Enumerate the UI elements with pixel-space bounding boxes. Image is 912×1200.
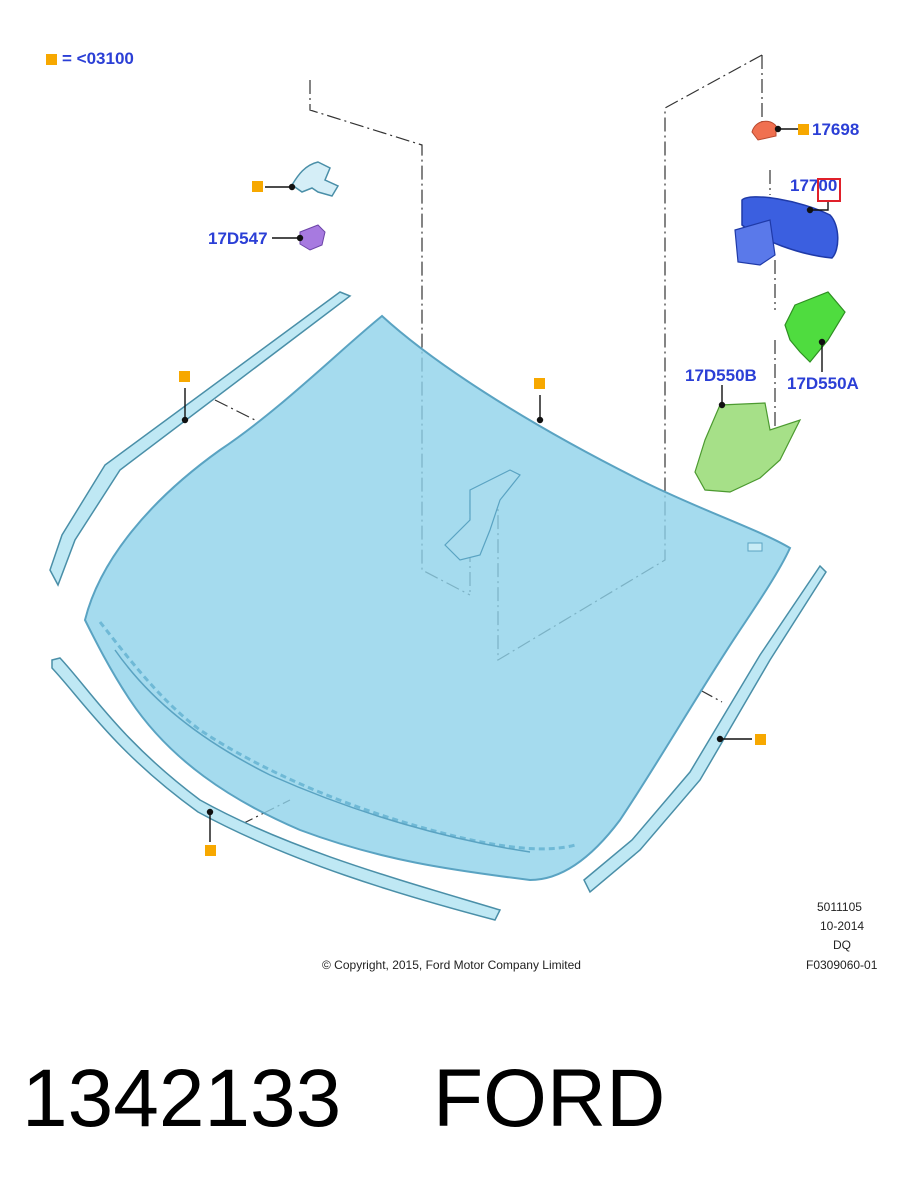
clip-17d547-part <box>299 224 326 251</box>
drawing-date: 10-2014 <box>820 919 865 933</box>
cover-17d550b-part <box>694 402 802 493</box>
drawing-number: 5011105 <box>817 900 862 914</box>
rear-view-mirror-part <box>734 196 839 266</box>
brand-caption: FORD <box>433 1053 666 1144</box>
clip-17698-part <box>751 120 777 141</box>
callout-17698: 17698 <box>812 120 860 139</box>
marker-17698-icon <box>798 124 809 135</box>
parts-diagram <box>49 54 846 921</box>
drawing-code: DQ <box>833 938 851 952</box>
marker-bracket-icon <box>252 181 263 192</box>
part-number-caption: 1342133 <box>22 1053 342 1144</box>
windshield-glass <box>83 314 792 882</box>
mirror-bracket-part <box>290 161 340 197</box>
glass-corner-mark <box>747 542 763 552</box>
legend-marker-icon <box>46 54 57 65</box>
marker-glass-icon <box>534 378 545 389</box>
callout-17700-suffix: 00 <box>818 176 838 195</box>
marker-lower-moulding-icon <box>205 845 216 856</box>
callout-17d550a: 17D550A <box>787 374 859 393</box>
drawing-ref: F0309060-01 <box>806 958 878 972</box>
lower-moulding-strip <box>51 657 502 921</box>
callout-17700: 17700 <box>790 176 837 196</box>
cover-17d550a-part <box>784 291 846 363</box>
copyright-text: © Copyright, 2015, Ford Motor Company Li… <box>322 958 581 972</box>
windshield-edge-band <box>114 649 531 853</box>
legend-text: = <03100 <box>62 49 134 68</box>
right-pillar-moulding <box>583 564 827 894</box>
highlight-box <box>817 178 841 202</box>
windshield-inner-frit <box>98 621 576 851</box>
callout-17d550b: 17D550B <box>685 366 757 385</box>
left-pillar-moulding <box>49 291 352 587</box>
callout-17700-prefix: 177 <box>790 176 819 195</box>
marker-right-moulding-icon <box>755 734 766 745</box>
marker-left-moulding-icon <box>179 371 190 382</box>
glass-mirror-mount <box>444 469 521 561</box>
leader-lines <box>181 125 829 842</box>
callout-17d547: 17D547 <box>208 229 268 248</box>
